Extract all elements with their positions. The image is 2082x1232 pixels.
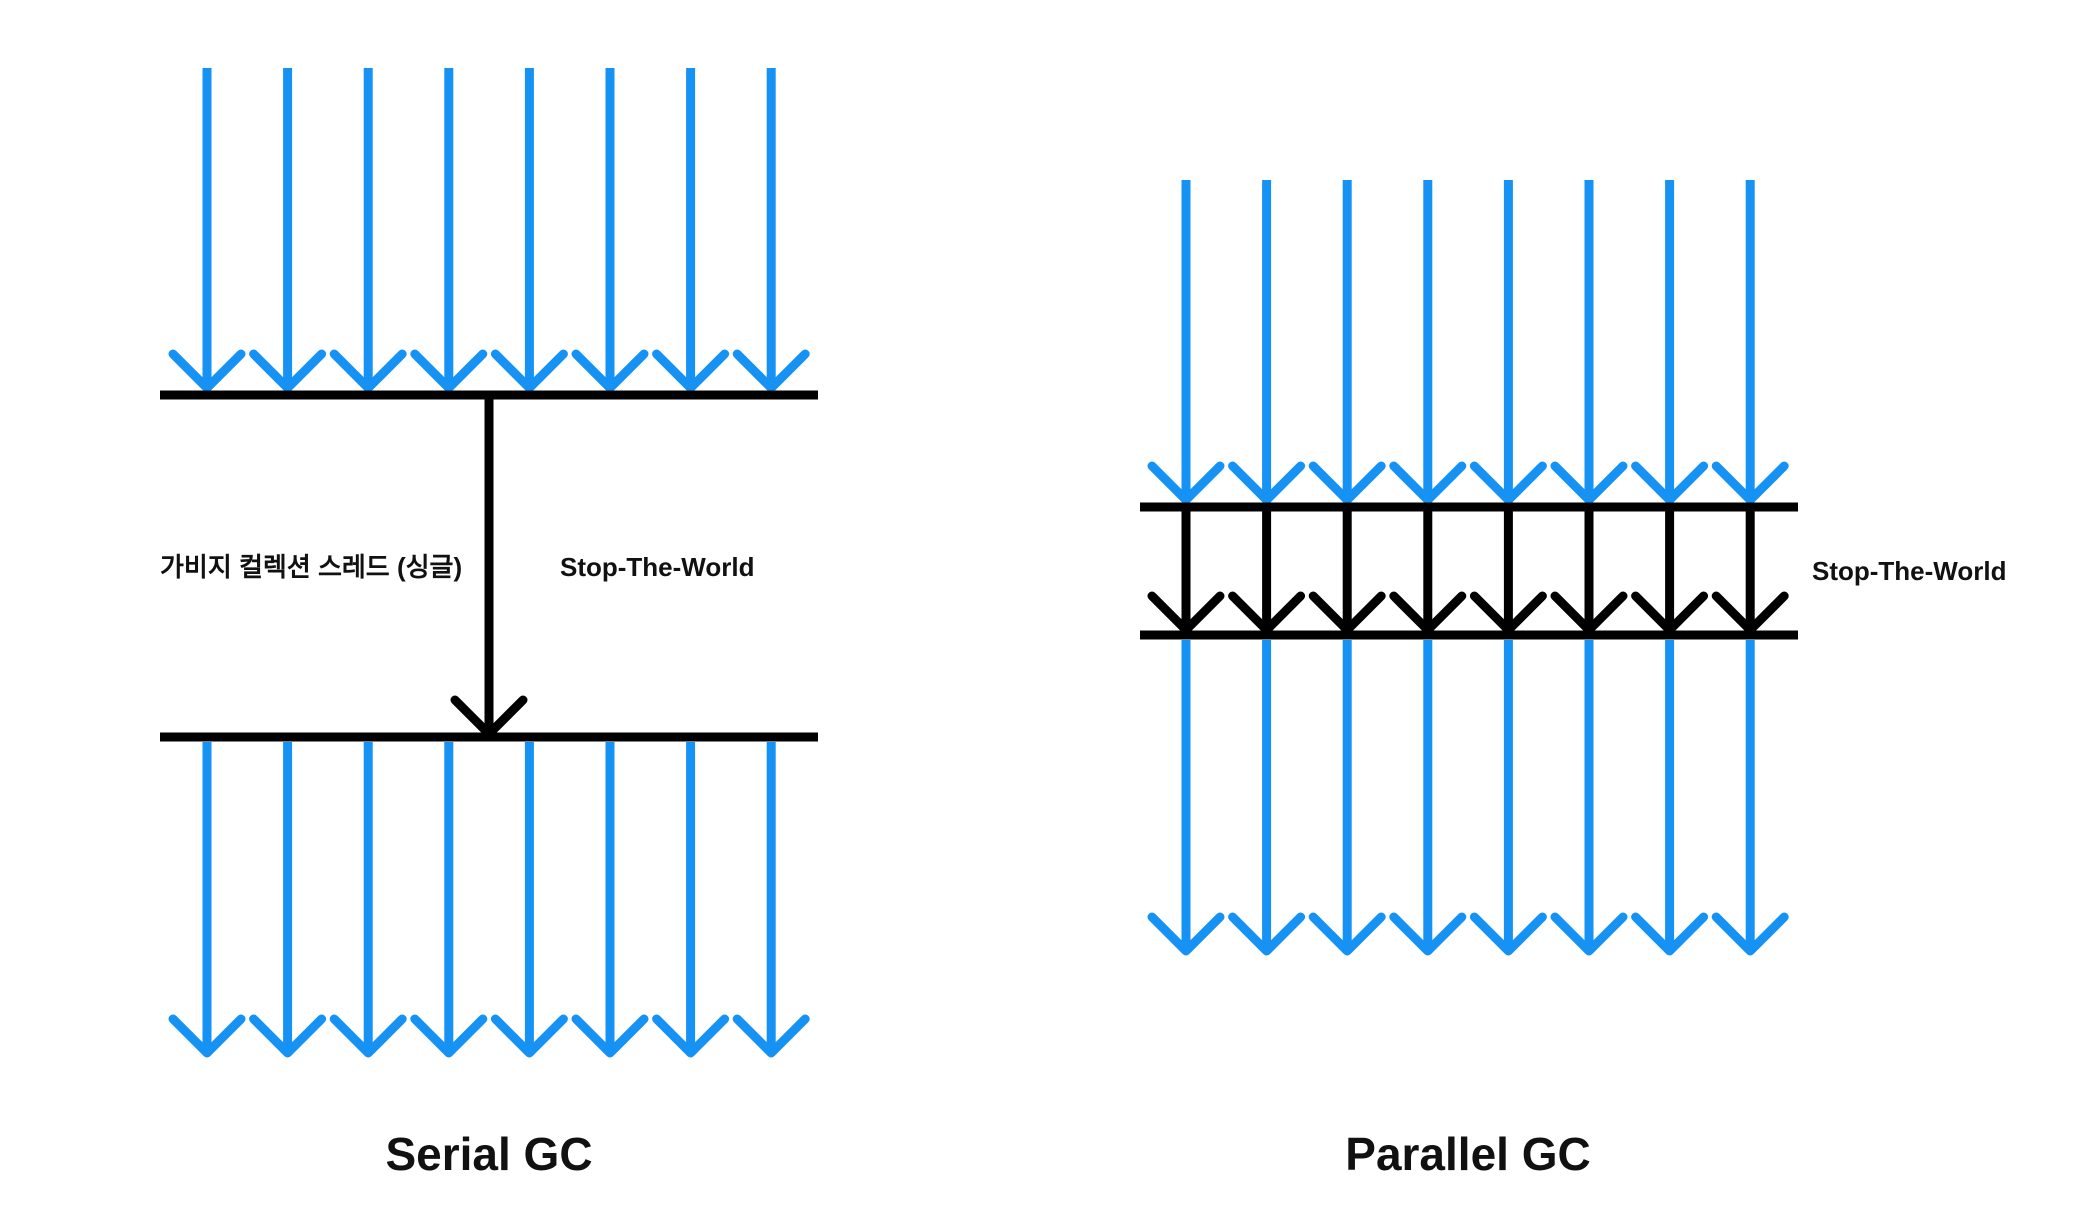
- gc-thread-arrow: [1147, 510, 1225, 635]
- gc-thread-arrow: [450, 398, 528, 739]
- app-thread-arrow: [329, 68, 407, 393]
- parallel-app-threads-after: [1147, 640, 1789, 956]
- parallel-stw-label: Stop-The-World: [1812, 556, 2006, 586]
- app-thread-arrow: [1308, 640, 1386, 956]
- app-thread-arrow: [1469, 180, 1547, 505]
- app-thread-arrow: [732, 742, 810, 1058]
- app-thread-arrow: [410, 742, 488, 1058]
- serial-stw-label: Stop-The-World: [560, 552, 754, 582]
- app-thread-arrow: [1228, 180, 1306, 505]
- gc-thread-arrow: [1550, 510, 1628, 635]
- app-thread-arrow: [571, 68, 649, 393]
- app-thread-arrow: [249, 68, 327, 393]
- app-thread-arrow: [1550, 180, 1628, 505]
- parallel-gc-threads: [1147, 510, 1789, 635]
- app-thread-arrow: [1631, 640, 1709, 956]
- app-thread-arrow: [1389, 640, 1467, 956]
- gc-thread-arrow: [1308, 510, 1386, 635]
- app-thread-arrow: [1711, 640, 1789, 956]
- app-thread-arrow: [1147, 640, 1225, 956]
- app-thread-arrow: [168, 742, 246, 1058]
- app-thread-arrow: [410, 68, 488, 393]
- gc-thread-arrow: [1631, 510, 1709, 635]
- app-thread-arrow: [329, 742, 407, 1058]
- app-thread-arrow: [249, 742, 327, 1058]
- serial-app-threads-before: [168, 68, 810, 393]
- app-thread-arrow: [1550, 640, 1628, 956]
- serial-gc-thread: [450, 398, 528, 739]
- app-thread-arrow: [1711, 180, 1789, 505]
- app-thread-arrow: [652, 742, 730, 1058]
- gc-thread-arrow: [1469, 510, 1547, 635]
- app-thread-arrow: [168, 68, 246, 393]
- serial-gc-diagram: 가비지 컬렉션 스레드 (싱글) Stop-The-World Serial G…: [160, 68, 818, 1180]
- app-thread-arrow: [571, 742, 649, 1058]
- app-thread-arrow: [732, 68, 810, 393]
- app-thread-arrow: [1469, 640, 1547, 956]
- serial-app-threads-after: [168, 742, 810, 1058]
- gc-thread-arrow: [1228, 510, 1306, 635]
- parallel-gc-diagram: Stop-The-World Parallel GC: [1140, 180, 2006, 1180]
- app-thread-arrow: [652, 68, 730, 393]
- app-thread-arrow: [490, 742, 568, 1058]
- app-thread-arrow: [1631, 180, 1709, 505]
- gc-thread-arrow: [1389, 510, 1467, 635]
- gc-thread-arrow: [1711, 510, 1789, 635]
- serial-gc-thread-label: 가비지 컬렉션 스레드 (싱글): [160, 552, 462, 582]
- app-thread-arrow: [1308, 180, 1386, 505]
- app-thread-arrow: [490, 68, 568, 393]
- app-thread-arrow: [1147, 180, 1225, 505]
- app-thread-arrow: [1228, 640, 1306, 956]
- parallel-app-threads-before: [1147, 180, 1789, 505]
- app-thread-arrow: [1389, 180, 1467, 505]
- parallel-gc-title: Parallel GC: [1345, 1128, 1590, 1180]
- serial-gc-title: Serial GC: [385, 1128, 592, 1180]
